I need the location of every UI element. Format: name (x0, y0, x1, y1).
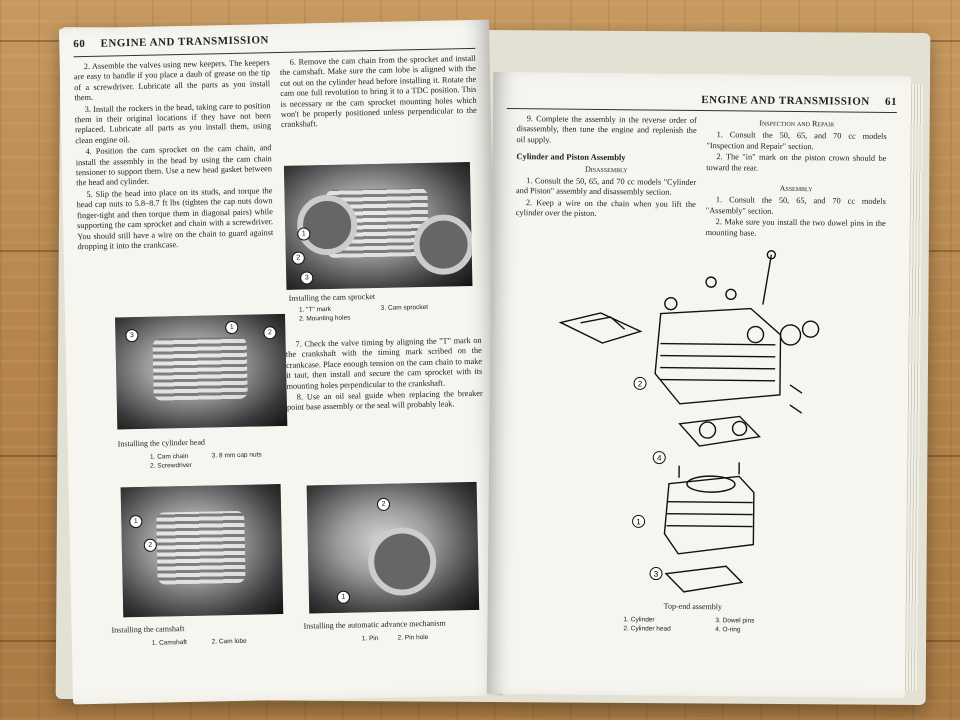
caption-camshaft: Installing the camshaft (111, 624, 185, 635)
spark-plug-hole (746, 325, 765, 344)
callout-marker (633, 376, 647, 390)
callout-label: 2 (638, 379, 643, 388)
photo-camshaft: 1 2 (120, 484, 284, 618)
cylinder-head-outline (654, 307, 782, 405)
paragraph: 2. Make sure you install the two dowel p… (705, 217, 886, 238)
callout-label: 3 (654, 570, 659, 579)
legend-top-end: 1. Cylinder 3. Dowel pins 2. Cylinder he… (623, 615, 823, 635)
engine-fins (156, 510, 246, 585)
subheading-assembly: Assembly (779, 183, 813, 194)
head-fin (660, 342, 776, 346)
legend-camshaft: 1. Camshaft 2. Cam lobe (152, 636, 302, 648)
head-gasket (678, 415, 761, 447)
left-column-2-bottom: 7. Check the valve timing by aligning th… (286, 336, 484, 415)
legend-cylinder-head: 1. Cam chain 3. 8 mm cap nuts 2. Screwdr… (150, 449, 310, 470)
subheading-disassembly: Disassembly (584, 164, 628, 174)
top-end-exploded-diagram: 2 4 1 3 (558, 250, 820, 593)
section-heading: Cylinder and Piston Assembly (516, 151, 626, 163)
legend-item: 4. O-ring (715, 626, 741, 634)
cap-nut (664, 297, 678, 311)
head-fin (660, 354, 776, 358)
legend-item: 2. Pin hole (397, 633, 429, 642)
paragraph: 2. Keep a wire on the chain when you lif… (515, 198, 696, 219)
legend-item: 2. Mounting holes (299, 314, 351, 323)
paragraph: 3. Install the rockers in the head, taki… (74, 100, 272, 146)
right-column-2: Inspection and Repair 1. Consult the 50,… (706, 116, 887, 241)
dowel-pin (789, 404, 803, 414)
legend-item: 3. Cam sprocket (380, 303, 429, 312)
gasket-part (558, 312, 643, 344)
cylinder-fin (666, 512, 753, 516)
cylinder-bore (686, 475, 736, 493)
right-page: ENGINE AND TRANSMISSION 61 9. Complete t… (486, 71, 912, 699)
subheading-inspection: Inspection and Repair (759, 118, 835, 129)
left-page-number: 60 (73, 38, 86, 51)
right-column-1: 9. Complete the assembly in the reverse … (516, 114, 697, 222)
legend-item: 2. Cam lobe (211, 637, 247, 646)
header-rule (506, 107, 897, 114)
legend-item: 2. Screwdriver (150, 461, 192, 470)
legend-item: 3. Dowel pins (715, 617, 755, 625)
legend-cam-sprocket: 1. "T" mark 3. Cam sprocket 2. Mounting … (299, 302, 479, 324)
left-column-1: 2. Assemble the valves using new keepers… (74, 58, 274, 253)
cylinder-fin (666, 524, 753, 528)
paragraph: 2. Assemble the valves using new keepers… (73, 58, 271, 103)
left-running-title: ENGINE AND TRANSMISSION (100, 34, 270, 50)
legend-item: 1. Pin (361, 635, 379, 643)
cylinder-fin (666, 500, 753, 504)
paragraph: 1. Consult the 50, 65, and 70 cc models … (706, 130, 887, 152)
cover-disc (412, 213, 473, 276)
base-gasket (664, 565, 744, 593)
callout-marker (632, 514, 646, 528)
paragraph: 8. Use an oil seal guide when replacing … (286, 388, 483, 413)
caption-cylinder-head: Installing the cylinder head (117, 437, 206, 449)
photo-cylinder-head: 3 1 2 (115, 313, 288, 430)
callout-label: 1 (636, 517, 641, 526)
gasket-part (580, 316, 626, 330)
legend-item: 3. 8 mm cap nuts (211, 451, 262, 460)
valve-cap (801, 320, 820, 338)
legend-item: 1. Camshaft (151, 639, 187, 647)
left-page: 60 ENGINE AND TRANSMISSION 2. Assemble t… (58, 19, 504, 705)
legend-item: 2. Cylinder head (623, 625, 671, 633)
paragraph: 1. Consult the 50, 65, and 70 cc models … (705, 195, 886, 216)
valve-cap (779, 324, 802, 346)
paragraph: 4. Position the cam sprocket on the cam … (75, 143, 273, 188)
legend-advance: 1. Pin 2. Pin hole (362, 632, 482, 644)
paragraph: 9. Complete the assembly in the reverse … (516, 114, 697, 145)
right-running-title: ENGINE AND TRANSMISSION (701, 94, 870, 108)
paragraph: 1. Consult the 50, 65, and 70 cc models … (515, 176, 697, 198)
caption-advance-mechanism: Installing the automatic advance mechani… (303, 618, 446, 631)
engine-fins (152, 337, 248, 401)
stud-nut (766, 250, 777, 260)
cylinder-outline (663, 475, 755, 555)
head-fin (660, 378, 776, 382)
right-running-head: ENGINE AND TRANSMISSION 61 (701, 94, 897, 108)
paragraph: 5. Slip the head into place on its studs… (76, 186, 274, 252)
photo-cam-sprocket: 1 2 3 (283, 162, 473, 290)
cap-nut (725, 288, 737, 301)
callout-marker (652, 451, 666, 465)
callout-label: 4 (657, 454, 662, 463)
callout-marker (649, 567, 663, 581)
right-page-number: 61 (884, 95, 898, 109)
paragraph: 2. The "in" mark on the piston crown sho… (706, 152, 887, 173)
left-running-head: 60 ENGINE AND TRANSMISSION (73, 34, 269, 50)
caption-top-end: Top-end assembly (663, 601, 723, 612)
gasket-bore (698, 421, 717, 439)
dowel-pin (789, 384, 803, 394)
gasket-bore (731, 420, 748, 437)
photo-advance-mechanism: 2 1 (306, 481, 480, 614)
left-column-2-top: 6. Remove the cam chain from the sprocke… (280, 54, 478, 132)
paragraph: 6. Remove the cam chain from the sprocke… (279, 53, 477, 130)
head-fin (660, 366, 776, 370)
caption-cam-sprocket: Installing the cam sprocket (288, 292, 376, 303)
paragraph: 7. Check the valve timing by aligning th… (285, 335, 483, 391)
cap-nut (705, 276, 717, 288)
long-stud (762, 254, 773, 305)
